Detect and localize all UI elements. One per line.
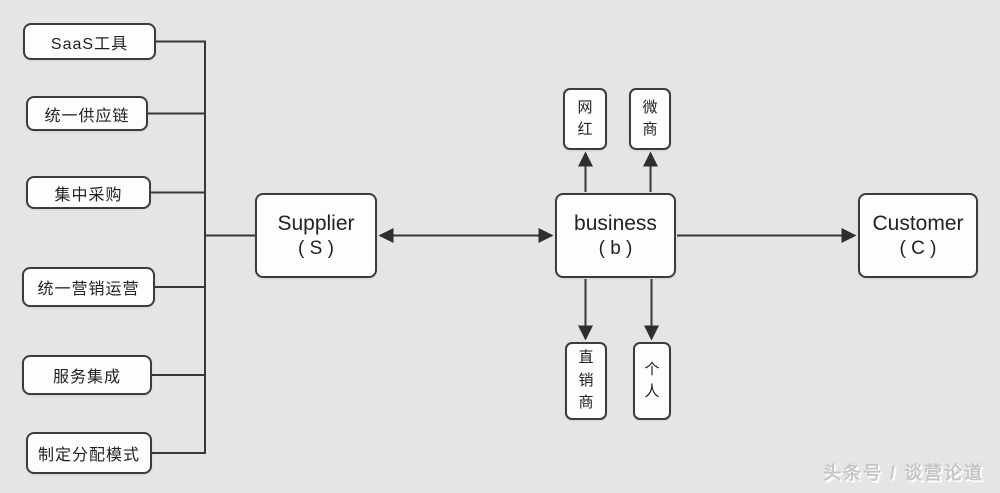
node-wechat-merchant: 微商: [629, 88, 671, 150]
node-supplier: Supplier ( S ): [255, 193, 377, 278]
node-unified-supply-chain-label: 统一供应链: [44, 107, 130, 125]
node-distribution-model: 制定分配模式: [26, 432, 152, 474]
node-service-integration-label: 服务集成: [52, 369, 121, 386]
node-centralized-procurement-label: 集中采购: [54, 186, 123, 204]
node-business: business ( b ): [555, 193, 676, 278]
node-individual: 个人: [633, 342, 671, 420]
node-individual-label: 个人: [644, 360, 660, 401]
node-saas-tools: SaaS工具: [23, 23, 156, 60]
node-direct-seller: 直销商: [565, 342, 607, 420]
node-unified-marketing: 统一营销运营: [22, 267, 155, 307]
node-supplier-title: Supplier: [277, 211, 355, 235]
node-direct-seller-label: 直销商: [578, 349, 594, 412]
node-unified-supply-chain: 统一供应链: [26, 96, 148, 131]
node-wechat-merchant-label: 微商: [642, 98, 658, 139]
node-centralized-procurement: 集中采购: [26, 176, 151, 209]
node-customer-subtitle: ( C ): [899, 237, 937, 259]
node-supplier-subtitle: ( S ): [298, 237, 334, 259]
node-distribution-model-label: 制定分配模式: [37, 447, 140, 464]
node-influencer: 网红: [563, 88, 607, 150]
node-unified-marketing-label: 统一营销运营: [37, 281, 140, 298]
node-service-integration: 服务集成: [22, 355, 152, 395]
node-saas-tools-label: SaaS工具: [50, 35, 129, 53]
node-customer: Customer ( C ): [858, 193, 978, 278]
node-business-subtitle: ( b ): [598, 237, 633, 259]
watermark-text: 头条号 / 谈营论道: [822, 463, 984, 483]
node-business-title: business: [574, 211, 657, 235]
node-customer-title: Customer: [872, 211, 964, 235]
node-influencer-label: 网红: [577, 98, 593, 139]
